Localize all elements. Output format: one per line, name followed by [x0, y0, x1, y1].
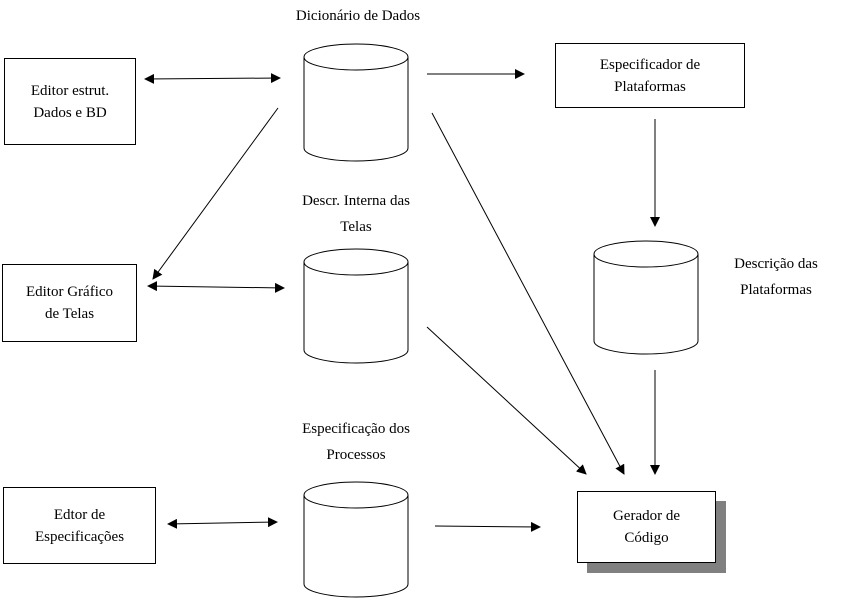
- data-dictionary-label: Dicionário de Dados: [295, 8, 421, 24]
- platform-description-label: Descrição das Plataformas: [734, 256, 818, 298]
- code-generator-box: Gerador de Código: [577, 491, 716, 563]
- arrow-process-spec-generator: [434, 521, 541, 532]
- arrow-editor-struct-dictionary: [144, 73, 281, 84]
- platform-description-cylinder: [593, 240, 699, 355]
- arrow-spec-editor-process-spec: [167, 517, 278, 529]
- arrow-dictionary-generator: [431, 112, 625, 475]
- screen-description-label: Descr. Interna das Telas: [302, 193, 410, 235]
- screen-description-cylinder: [303, 248, 409, 364]
- process-spec-label: Especificação dos Processos: [302, 421, 410, 463]
- specifier-platforms-box: Especificador de Plataformas: [555, 43, 745, 108]
- editor-struct-box: Editor estrut. Dados e BD: [4, 58, 136, 145]
- arrow-graphic-editor-screen-desc: [147, 281, 285, 293]
- process-spec-cylinder: [303, 481, 409, 598]
- arrow-screen-desc-generator: [426, 326, 587, 475]
- spec-editor-box: Edtor de Especificações: [3, 487, 156, 564]
- data-dictionary-cylinder: [303, 43, 409, 162]
- arrow-dictionary-graphic-editor: [152, 107, 279, 280]
- graphic-editor-box: Editor Gráfico de Telas: [2, 264, 137, 342]
